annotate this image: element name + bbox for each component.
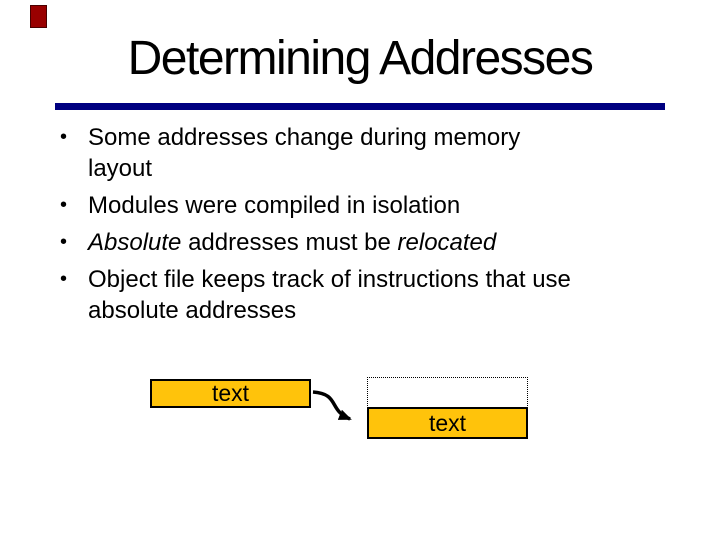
arrow-curve	[312, 390, 352, 421]
title-underline-rule	[55, 103, 665, 110]
text-segment: Absolute	[88, 229, 182, 256]
bullet-item: • Modules were compiled in isolation	[60, 190, 660, 221]
bullet-marker: •	[60, 268, 68, 290]
text-segment: absolute addresses	[88, 297, 297, 324]
relocation-placeholder-box	[367, 377, 528, 408]
bullet-text: Some addresses change during memory layou…	[88, 122, 660, 184]
text-segment: addresses must be	[181, 229, 398, 256]
relocation-arrow	[312, 390, 352, 421]
text-segment: relocated	[397, 229, 497, 256]
source-box-label: text	[211, 380, 250, 406]
corner-accent-mark	[30, 5, 47, 28]
bullet-marker: •	[60, 126, 68, 148]
slide-title: Determining Addresses	[127, 32, 594, 85]
bullet-text: Object file keeps track of instructions …	[88, 264, 660, 326]
bullet-marker: •	[60, 231, 68, 253]
text-segment: layout	[88, 155, 153, 182]
bullet-text: Modules were compiled in isolation	[88, 190, 660, 221]
bullet-item: • Some addresses change during memory layo…	[60, 122, 660, 184]
bullet-text: Absolute addresses must be relocated	[88, 227, 660, 258]
bullet-item: • Absolute addresses must be relocated	[60, 227, 660, 258]
text-segment: Modules were compiled in isolation	[88, 192, 461, 219]
bullet-list: • Some addresses change during memory layo…	[60, 122, 660, 332]
bullet-item: • Object file keeps track of instructions…	[60, 264, 660, 326]
source-text-box: text	[150, 379, 311, 408]
target-box-label: text	[428, 409, 467, 436]
bullet-marker: •	[60, 194, 68, 216]
text-segment: Object file keeps track of instructions …	[88, 266, 571, 293]
target-text-box: text	[367, 407, 528, 439]
text-segment: Some addresses change during memory	[88, 124, 521, 151]
